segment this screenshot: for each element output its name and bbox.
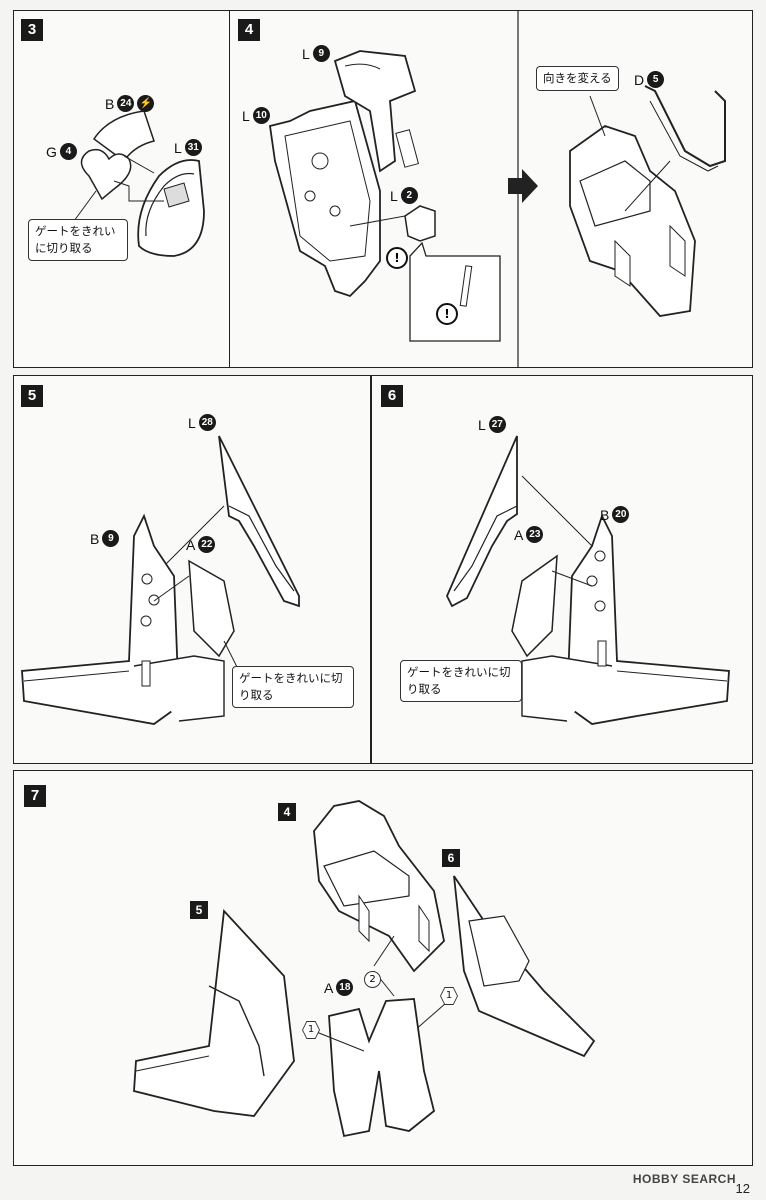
step-6-number: 6	[381, 385, 403, 407]
step-3-panel: 3 B 24 ⚡ G 4 L 31 ゲートをきれいに切り取る	[13, 10, 230, 368]
warning-icon: !	[386, 247, 408, 269]
gate-cut-note: ゲートをきれいに切り取る	[232, 666, 354, 708]
hobby-search-logo: HOBBY SEARCH	[632, 1172, 736, 1186]
part-label-a22: A 22	[186, 536, 216, 553]
part-label-a18: A 18	[324, 979, 354, 996]
step-4-number: 4	[238, 19, 260, 41]
step-3-number: 3	[21, 19, 43, 41]
step-7-sub-5: 5	[190, 901, 208, 919]
part-label-a23: A 23	[514, 526, 544, 543]
step-3-drawing	[73, 110, 205, 257]
step-7-number: 7	[24, 785, 46, 807]
warning-icon-callout: !	[436, 303, 458, 325]
part-label-l10: L 10	[242, 107, 270, 124]
step-5-panel: 5 L 28 B 9 A 22	[13, 375, 371, 764]
page-number: 12	[735, 1181, 750, 1196]
part-label-l31: L 31	[174, 139, 202, 156]
step-5-number: 5	[21, 385, 43, 407]
step-6-drawing	[446, 435, 730, 725]
gate-cut-note: ゲートをきれいに切り取る	[400, 660, 522, 702]
gate-cut-note: ゲートをきれいに切り取る	[28, 219, 128, 261]
part-label-d5: D 5	[634, 71, 665, 88]
paint-icon: ⚡	[137, 95, 155, 112]
part-label-l9: L 9	[302, 45, 330, 62]
part-label-g4: G 4	[46, 143, 77, 160]
part-label-l28: L 28	[188, 414, 216, 431]
step-7-drawing	[133, 800, 596, 1138]
order-marker-1-right: 1	[440, 987, 458, 1005]
part-label-l2: L 2	[390, 187, 418, 204]
step-5-drawing	[21, 435, 300, 725]
part-label-b24: B 24 ⚡	[105, 95, 155, 112]
order-marker-1-left: 1	[302, 1021, 320, 1039]
rotate-note: 向きを変える	[536, 66, 619, 91]
step-6-panel: 6 L 27 A 23 B 20	[371, 375, 753, 764]
step-4-panel: 4	[229, 10, 753, 368]
part-label-b20: B 20	[600, 506, 630, 523]
step-7-sub-4: 4	[278, 803, 296, 821]
step-7-sub-6: 6	[442, 849, 460, 867]
step-4-drawing	[268, 11, 726, 367]
part-label-b9: B 9	[90, 530, 120, 547]
step-7-panel: 7 4 5 6 A 18 1	[13, 770, 753, 1166]
part-label-l27: L 27	[478, 416, 506, 433]
order-marker-2: 2	[364, 971, 381, 988]
